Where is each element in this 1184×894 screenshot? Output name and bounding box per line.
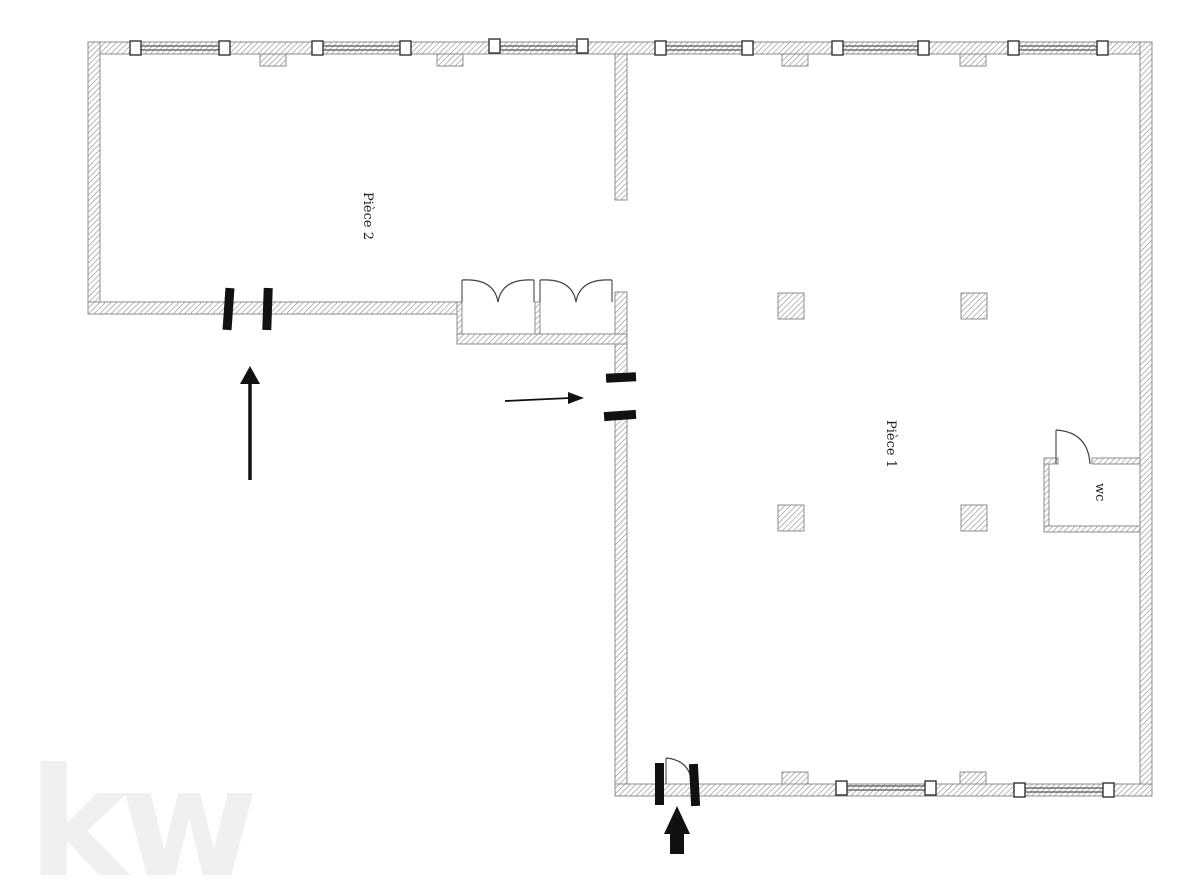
- wall-top: [87, 41, 1153, 55]
- window-icon: [835, 780, 937, 796]
- wall-left-room-2: [87, 41, 101, 315]
- window-icon: [1013, 782, 1115, 798]
- pilaster: [259, 53, 287, 67]
- room-label-wc: wc: [1092, 483, 1107, 501]
- pilaster: [436, 53, 464, 67]
- room-label-1: Pièce 1: [883, 420, 898, 468]
- pilaster: [959, 53, 987, 67]
- arrows: [240, 366, 690, 854]
- wall-right: [1139, 41, 1153, 797]
- wall-cupboard-bottom: [456, 333, 628, 345]
- pilaster: [959, 771, 987, 785]
- wall-cupboard-divider: [534, 301, 541, 335]
- windows-top: [129, 38, 1109, 56]
- wall-partition-lower: [614, 291, 628, 375]
- pillar-icon: [777, 292, 805, 320]
- pillar-icon: [960, 292, 988, 320]
- entrance-marker-icon: [222, 287, 235, 331]
- pillar-icon: [777, 504, 805, 532]
- watermark-logo: kw: [28, 737, 254, 894]
- wall-wc-top: [1091, 457, 1141, 465]
- window-icon: [488, 38, 589, 54]
- window-icon: [1007, 40, 1109, 56]
- pillars: [777, 292, 988, 532]
- entrance-marker-icon: [688, 763, 701, 807]
- window-icon: [654, 40, 754, 56]
- wall-bottom-room-2: [87, 301, 461, 315]
- entrance-marker-icon: [603, 409, 637, 422]
- entrance-marker-icon: [262, 287, 273, 331]
- wall-left-room-1: [614, 417, 628, 797]
- door-icon: [1055, 429, 1091, 465]
- window-icon: [311, 40, 412, 56]
- access-markers: [222, 287, 701, 807]
- wall-wc-left: [1043, 457, 1050, 531]
- double-door-icon: [461, 279, 535, 303]
- wall-wc-stub: [1043, 457, 1059, 465]
- entrance-marker-icon: [655, 763, 664, 805]
- room-label-2: Pièce 2: [360, 192, 375, 240]
- pilaster: [781, 771, 809, 785]
- door-icon: [665, 757, 693, 785]
- double-door-icon: [539, 279, 613, 303]
- arrow-icon: [504, 392, 584, 404]
- arrow-icon: [240, 366, 260, 480]
- windows-bottom: [835, 780, 1115, 798]
- pillar-icon: [960, 504, 988, 532]
- entrance-marker-icon: [605, 372, 637, 383]
- arrow-icon: [664, 806, 690, 854]
- pilasters: [259, 53, 987, 785]
- window-icon: [129, 40, 231, 56]
- window-icon: [831, 40, 930, 56]
- wall-wc-bottom: [1043, 525, 1141, 533]
- wall-partition-upper: [614, 53, 628, 201]
- pilaster: [781, 53, 809, 67]
